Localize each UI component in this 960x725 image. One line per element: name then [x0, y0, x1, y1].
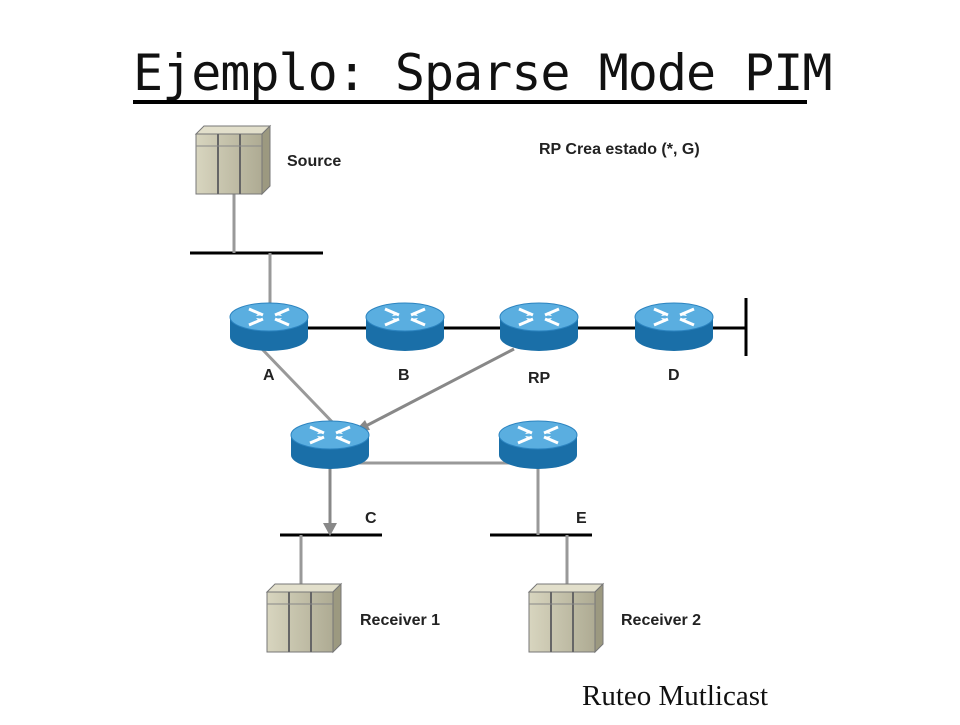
router-c-label: C [365, 510, 377, 527]
rp-state-annotation: RP Crea estado (*, G) [539, 141, 700, 158]
footer-text: Ruteo Mutlicast [582, 680, 769, 712]
slide-title: Ejemplo: Sparse Mode PIM [133, 44, 832, 102]
source-host-icon[interactable] [194, 124, 272, 196]
receiver1-label: Receiver 1 [360, 612, 441, 629]
router-a-icon[interactable] [229, 302, 309, 351]
router-c-icon[interactable] [290, 420, 370, 469]
router-b-icon[interactable] [365, 302, 445, 351]
rp-to-c-arrow-shaft [361, 347, 515, 430]
receiver2-host-icon[interactable] [527, 582, 605, 654]
router-e-label: E [576, 510, 587, 527]
c-to-lan-arrowhead [323, 523, 337, 536]
router-b-label: B [398, 367, 410, 384]
router-d-label: D [668, 367, 680, 384]
router-e-icon[interactable] [498, 420, 578, 469]
title-underline [133, 100, 807, 104]
router-rp-label: RP [528, 370, 551, 387]
receiver1-host-icon[interactable] [265, 582, 343, 654]
router-d-icon[interactable] [634, 302, 714, 351]
source-label: Source [287, 153, 342, 170]
router-a-label: A [263, 367, 275, 384]
a-to-c-link [260, 347, 340, 430]
receiver2-label: Receiver 2 [621, 612, 702, 629]
router-rp-icon[interactable] [499, 302, 579, 351]
